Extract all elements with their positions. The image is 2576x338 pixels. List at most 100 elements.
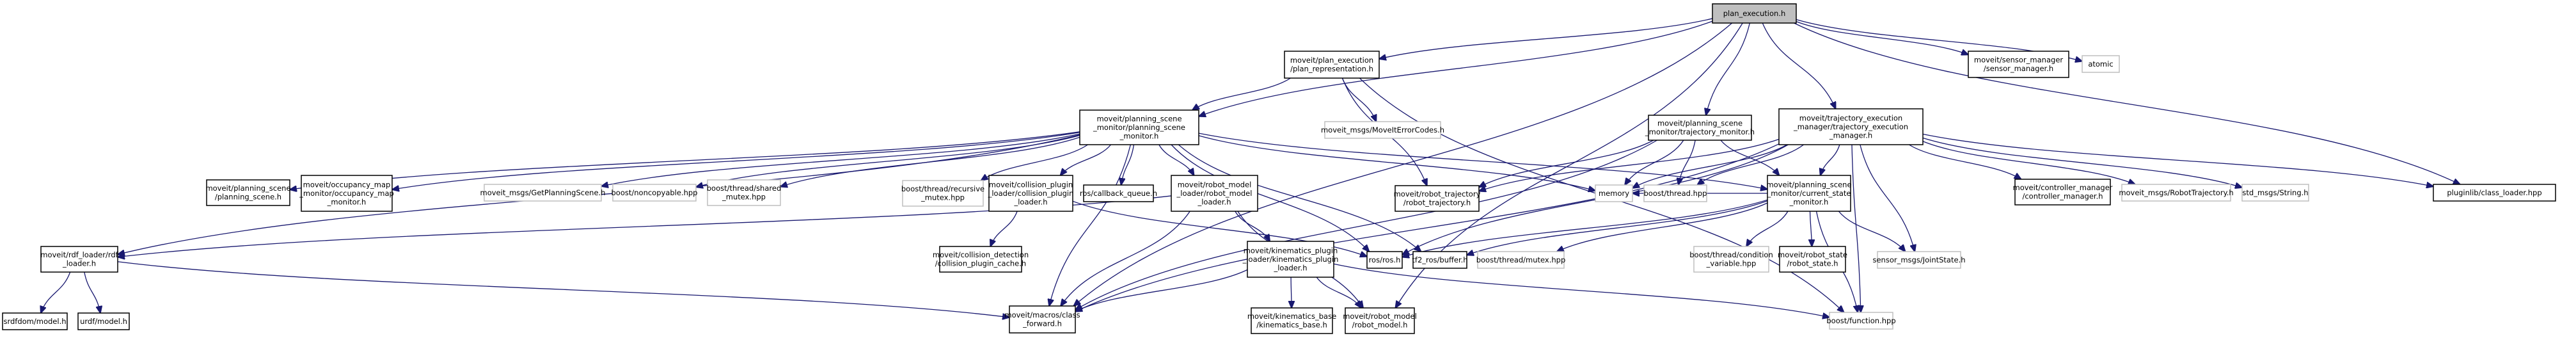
edge-psm-to-ros [1171, 144, 1369, 252]
node-label-line: _variable.hpp [1706, 259, 1757, 268]
node-box[interactable] [612, 184, 697, 202]
node-box[interactable] [301, 175, 393, 212]
node-box[interactable] [1171, 175, 1258, 212]
node-shared-mutex[interactable]: boost/thread/shared_mutex.hpp [707, 179, 782, 206]
node-box[interactable] [1767, 175, 1851, 212]
node-box[interactable] [40, 246, 118, 273]
node-robot-model[interactable]: moveit/robot_model/robot_model.h [1343, 307, 1417, 334]
node-rdf-loader[interactable]: moveit/rdf_loader/rdf_loader.h [40, 246, 119, 273]
node-kin-base[interactable]: moveit/kinematics_base/kinematics_base.h [1247, 307, 1336, 334]
edge-root-to-psm [1199, 20, 1713, 117]
node-box[interactable] [1693, 246, 1769, 273]
node-box[interactable] [1778, 108, 1924, 145]
node-atomic[interactable]: atomic [2082, 55, 2120, 73]
node-box[interactable] [1648, 115, 1752, 141]
node-box[interactable] [484, 184, 602, 202]
node-box[interactable] [77, 312, 130, 330]
node-robot-traj[interactable]: moveit/robot_trajectory/robot_trajectory… [1394, 185, 1481, 212]
node-ctrl-mgr[interactable]: moveit/controller_manager/controller_man… [2013, 179, 2113, 205]
node-rm-loader[interactable]: moveit/robot_model_loader/robot_model_lo… [1171, 175, 1258, 212]
node-box[interactable] [902, 180, 984, 207]
node-label-line: boost/thread/mutex.hpp [1476, 255, 1566, 264]
node-cb-queue[interactable]: ros/callback_queue.h [1080, 184, 1157, 202]
node-joint-state[interactable]: sensor_msgs/JointState.h [1872, 251, 1966, 269]
edge-psm-to-rm_loader [1158, 144, 1194, 175]
node-box[interactable] [1324, 121, 1441, 139]
node-box[interactable] [1009, 305, 1076, 334]
node-memory[interactable]: memory [1595, 184, 1633, 202]
edge-tem-to-bthread [1697, 144, 1804, 185]
node-box[interactable] [1877, 251, 1961, 269]
edge-tem-to-csm [1821, 144, 1840, 175]
node-box[interactable] [206, 179, 290, 206]
node-noncopy[interactable]: boost/noncopyable.hpp [612, 184, 698, 202]
node-box[interactable] [939, 246, 1022, 273]
edge-psm-to-class_fwd [1049, 144, 1131, 306]
node-bmutex[interactable]: boost/thread/mutex.hpp [1476, 251, 1566, 269]
node-box[interactable] [1079, 109, 1199, 145]
node-traj-mon[interactable]: moveit/planning_scene_monitor/trajectory… [1645, 115, 1755, 141]
node-box[interactable] [2121, 184, 2231, 202]
node-box[interactable] [1251, 307, 1333, 334]
node-srdf[interactable]: srdfdom/model.h [2, 312, 68, 330]
node-label-line: std_msgs/String.h [2242, 188, 2308, 197]
node-class-fwd[interactable]: moveit/macros/class_forward.h [1004, 305, 1080, 334]
edge-csm-to-bmutex [1557, 202, 1768, 252]
node-ros[interactable]: ros/ros.h [1366, 251, 1403, 269]
node-tf2[interactable]: tf2_ros/buffer.h [1412, 251, 1468, 269]
node-plan-repr[interactable]: moveit/plan_execution/plan_representatio… [1284, 51, 1380, 79]
node-cond-var[interactable]: boost/thread/condition_variable.hpp [1689, 246, 1773, 273]
node-box[interactable] [2082, 55, 2120, 73]
node-box[interactable] [1345, 307, 1415, 334]
node-box[interactable] [1395, 185, 1480, 212]
node-rec-mutex[interactable]: boost/thread/recursive_mutex.hpp [901, 180, 984, 207]
node-kin-loader[interactable]: moveit/kinematics_plugin_loader/kinemati… [1242, 241, 1339, 278]
node-robot-state[interactable]: moveit/robot_state/robot_state.h [1778, 246, 1847, 273]
node-box[interactable] [1968, 51, 2069, 78]
node-moveit-err[interactable]: moveit_msgs/MoveItErrorCodes.h [1321, 121, 1444, 139]
node-label-line: moveit_msgs/RobotTrajectory.h [2119, 188, 2233, 197]
node-box[interactable] [2014, 179, 2111, 205]
node-label-line: _manager/trajectory_execution [1793, 122, 1908, 131]
node-std-string[interactable]: std_msgs/String.h [2241, 184, 2309, 202]
node-box[interactable] [1477, 251, 1565, 269]
edge-psm-to-tf2 [1178, 144, 1421, 252]
node-box[interactable] [1712, 3, 1797, 24]
edge-plan_repr-to-moveit_err [1341, 77, 1376, 122]
node-box[interactable] [707, 179, 781, 206]
node-root[interactable]: plan_execution.h [1712, 3, 1797, 24]
node-box[interactable] [1284, 51, 1380, 79]
node-label-line: _monitor.h [327, 197, 367, 206]
node-bthread[interactable]: boost/thread.hpp [1643, 184, 1707, 202]
edge-rm_loader-to-class_fwd [1061, 211, 1190, 306]
node-box[interactable] [1247, 241, 1334, 278]
node-coll-cache[interactable]: moveit/collision_detection/collision_plu… [933, 246, 1029, 273]
node-csm[interactable]: moveit/planning_scene_monitor/current_st… [1766, 175, 1852, 212]
node-box[interactable] [1643, 184, 1707, 202]
node-pluginlib[interactable]: pluginlib/class_loader.hpp [2433, 184, 2556, 202]
edge-root-to-sensor_mgr [1796, 21, 1968, 55]
node-occ[interactable]: moveit/occupancy_map_monitor/occupancy_m… [299, 175, 394, 212]
node-bfunction[interactable]: boost/function.hpp [1826, 312, 1896, 330]
node-box[interactable] [1083, 184, 1154, 202]
node-box[interactable] [2433, 184, 2556, 202]
node-box[interactable] [2, 312, 68, 330]
node-urdf[interactable]: urdf/model.h [77, 312, 130, 330]
node-getps[interactable]: moveit_msgs/GetPlanningScene.h [480, 184, 606, 202]
node-box[interactable] [1829, 312, 1893, 330]
node-rtraj-msg[interactable]: moveit_msgs/RobotTrajectory.h [2119, 184, 2234, 202]
node-psm[interactable]: moveit/planning_scene_monitor/planning_s… [1079, 109, 1199, 145]
node-label-line: moveit/kinematics_base [1247, 312, 1336, 321]
node-box[interactable] [1595, 184, 1633, 202]
node-label-line: boost/noncopyable.hpp [612, 188, 698, 197]
node-tem[interactable]: moveit/trajectory_execution_manager/traj… [1778, 108, 1924, 145]
node-sensor-mgr[interactable]: moveit/sensor_manager/sensor_manager.h [1968, 51, 2069, 78]
node-box[interactable] [1412, 251, 1467, 269]
node-box[interactable] [1366, 251, 1403, 269]
node-ps[interactable]: moveit/planning_scene/planning_scene.h [205, 179, 291, 206]
node-box[interactable] [2241, 184, 2309, 202]
node-box[interactable] [1779, 246, 1846, 273]
node-box[interactable] [988, 175, 1073, 212]
node-coll-loader[interactable]: moveit/collision_plugin_loader/collision… [988, 175, 1074, 212]
edge-kin_loader-to-robot_model [1316, 277, 1361, 308]
